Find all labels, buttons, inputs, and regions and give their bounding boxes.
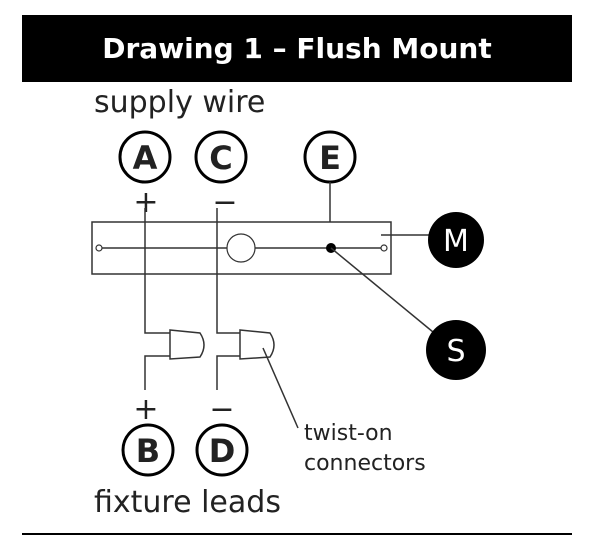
positive-sign-bottom: + <box>133 392 158 427</box>
supply-wire-label: supply wire <box>94 85 265 120</box>
bottom-divider <box>22 533 572 535</box>
negative-sign-bottom: − <box>209 392 234 427</box>
drawing-title: Drawing 1 – Flush Mount <box>102 32 492 65</box>
twist-on-connector-2 <box>239 329 275 360</box>
drawing-title-bar: Drawing 1 – Flush Mount <box>22 15 572 82</box>
callout-d: D <box>195 423 249 477</box>
svg-text:M: M <box>443 224 469 259</box>
connector-leader <box>262 347 299 429</box>
svg-text:B: B <box>136 432 160 470</box>
svg-text:A: A <box>133 139 158 177</box>
callout-e: E <box>303 130 357 184</box>
positive-sign-top: + <box>133 185 158 220</box>
callout-c: C <box>194 130 248 184</box>
svg-text:E: E <box>319 139 341 177</box>
mounting-plate <box>91 221 392 275</box>
callout-a: A <box>118 130 172 184</box>
svg-text:D: D <box>209 432 236 470</box>
wires <box>144 208 240 390</box>
twist-on-connector-1 <box>169 329 205 360</box>
callout-b: B <box>121 423 175 477</box>
callout-s-leader <box>330 247 434 333</box>
svg-text:S: S <box>446 334 465 369</box>
callout-s: S <box>426 320 486 380</box>
svg-text:C: C <box>209 139 232 177</box>
center-hole <box>226 233 256 263</box>
negative-sign-top: − <box>212 185 237 220</box>
connector-label-line1: twist-on <box>304 421 393 446</box>
connector-label-line2: connectors <box>304 451 426 476</box>
fixture-leads-label: fixture leads <box>94 485 281 520</box>
callout-m: M <box>428 212 484 268</box>
